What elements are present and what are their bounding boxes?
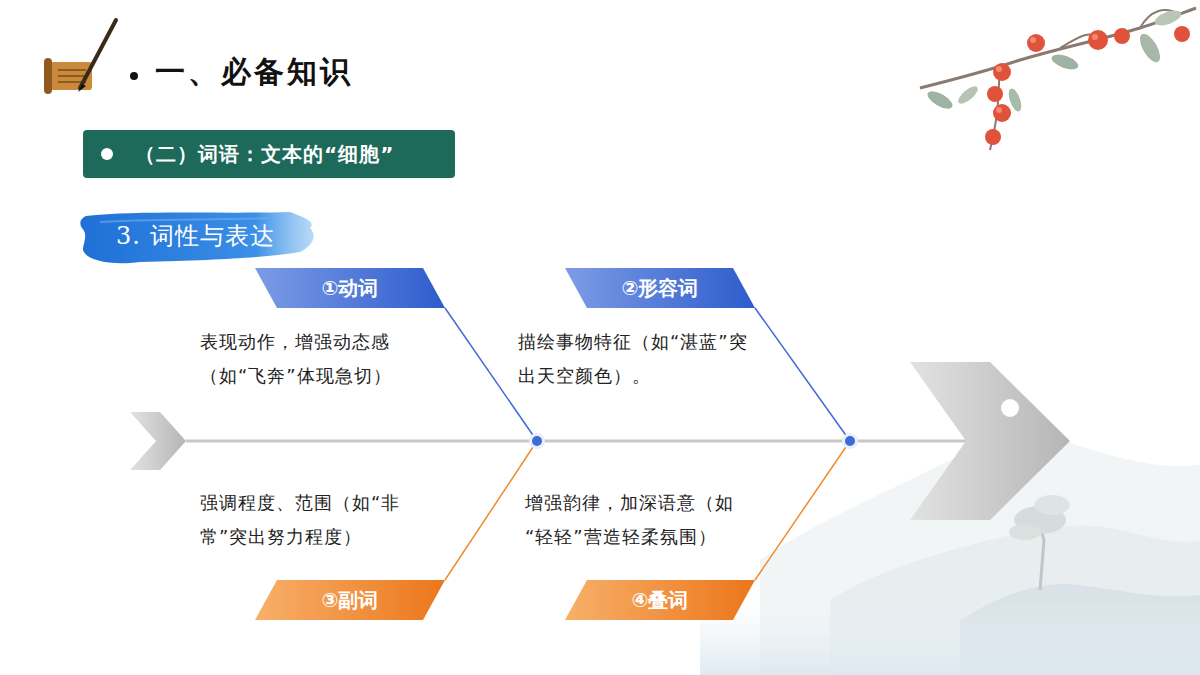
description-text: 表现动作，增强动态感（如“飞奔”体现急切） xyxy=(200,325,405,393)
tab-label: ④叠词 xyxy=(565,580,755,620)
category-tab: ④叠词 xyxy=(565,580,755,620)
junction-halo xyxy=(842,433,858,449)
tab-label: ③副词 xyxy=(255,580,445,620)
junction-dot xyxy=(845,436,855,446)
head-eye xyxy=(1001,399,1019,417)
description-text: 增强韵律，加深语意（如“轻轻”营造轻柔氛围） xyxy=(525,486,743,554)
junction-halo xyxy=(529,433,545,449)
description-text: 强调程度、范围（如“非常”突出努力程度） xyxy=(200,486,418,554)
subheading-brush: 3. 词性与表达 xyxy=(80,208,320,264)
category-tab: ②形容词 xyxy=(565,268,755,308)
bone-lines xyxy=(445,308,858,580)
category-tab: ①动词 xyxy=(255,268,445,308)
bone-line xyxy=(755,308,850,441)
bone-line xyxy=(755,441,850,580)
subheading-text: 3. 词性与表达 xyxy=(116,208,280,264)
bone-line xyxy=(445,441,537,580)
persimmon-branch xyxy=(920,8,1196,150)
head-arrow xyxy=(910,362,1070,520)
description-text: 描绘事物特征（如“湛蓝”突出天空颜色）。 xyxy=(518,325,758,393)
scroll-icon xyxy=(44,20,116,94)
section-banner: （二）词语：文本的“细胞” xyxy=(83,130,455,178)
tab-label: ②形容词 xyxy=(565,268,755,308)
slide-title: 一、必备知识 xyxy=(155,52,353,93)
title-bullet xyxy=(130,72,138,80)
tail-chevron xyxy=(130,412,186,470)
tab-label: ①动词 xyxy=(255,268,445,308)
junction-dot xyxy=(532,436,542,446)
category-tab: ③副词 xyxy=(255,580,445,620)
banner-text: （二）词语：文本的“细胞” xyxy=(135,130,431,178)
